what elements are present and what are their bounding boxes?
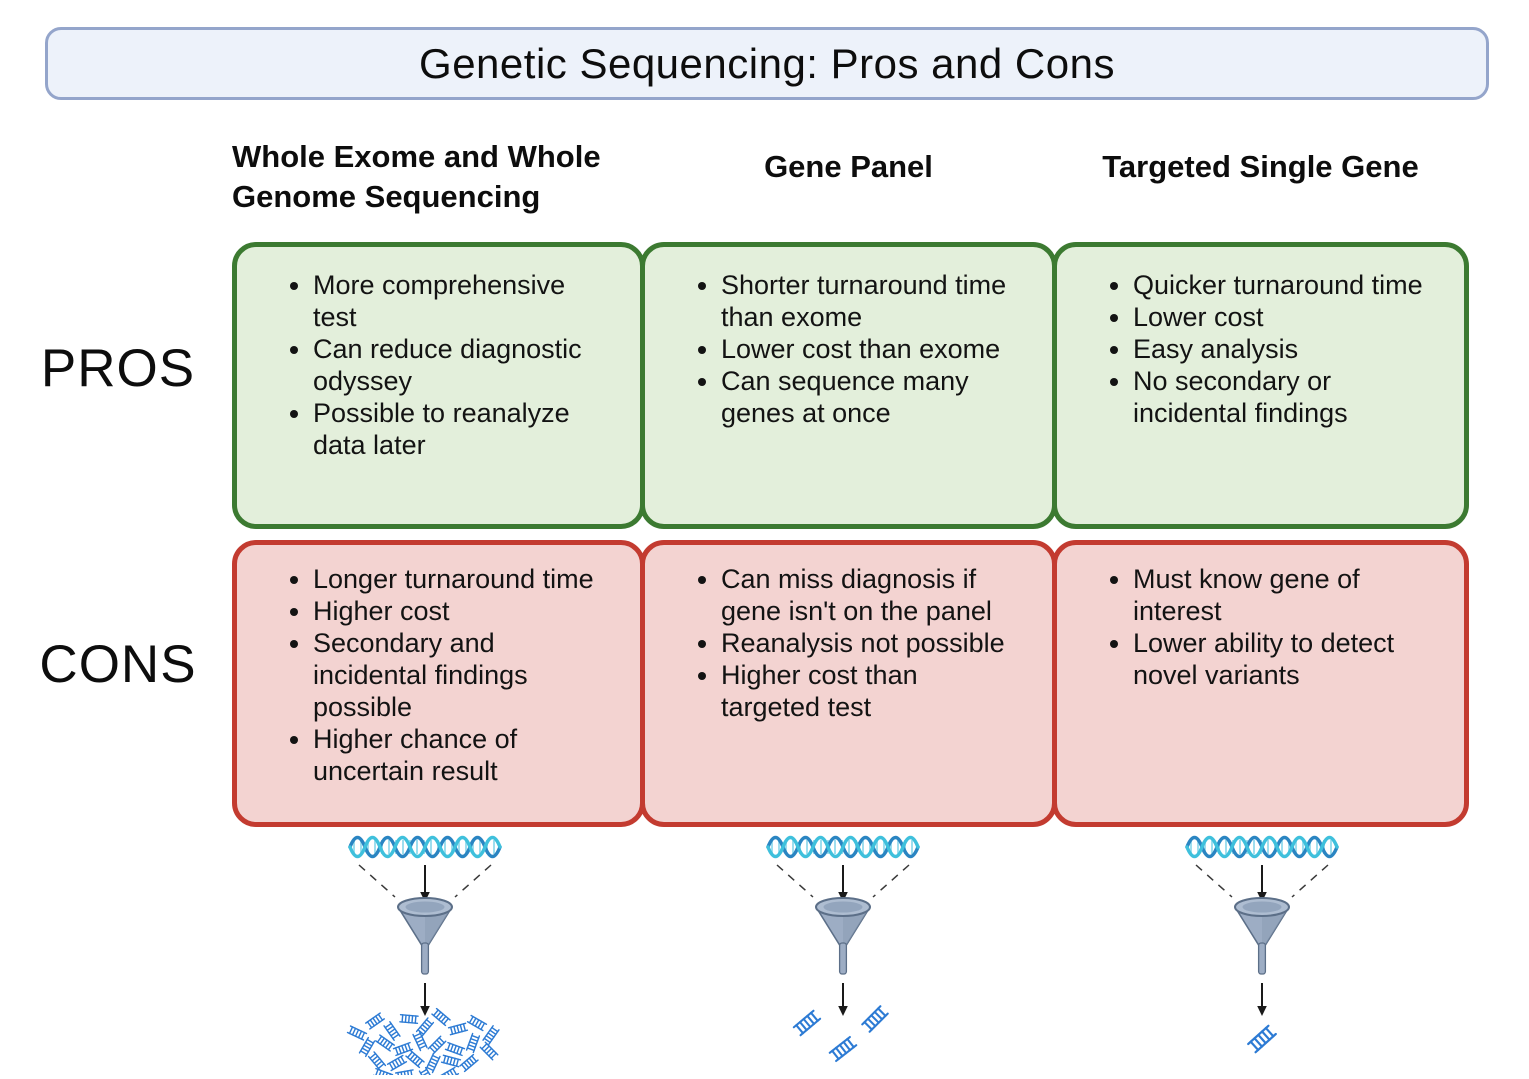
title-banner: Genetic Sequencing: Pros and Cons [45,27,1489,100]
dna-fragments-icon [792,1005,889,1063]
cons-list: Must know gene of interestLower ability … [1057,545,1464,691]
funnel-icon [1234,897,1290,975]
bullet-item: Can reduce diagnostic odyssey [313,333,602,397]
dna-fragments-icon [1247,1024,1277,1054]
dna-helix-icon [1185,835,1339,859]
dna-filter-illustration-targeted-single-gene [1112,835,1412,1075]
bullet-item: Possible to reanalyze data later [313,397,602,461]
down-arrow-icon [838,983,848,1016]
dna-helix-icon [766,835,920,859]
bullet-item: Lower ability to detect novel variants [1133,627,1426,691]
bullet-item: Shorter turnaround time than exome [721,269,1014,333]
pros-box-gene-panel: Shorter turnaround time than exomeLower … [640,242,1057,529]
bullet-item: Higher chance of uncertain result [313,723,602,787]
cons-row-label: CONS [39,635,197,694]
bullet-item: Can miss diagnosis if gene isn't on the … [721,563,1014,627]
dna-filter-illustration [766,835,920,1063]
bullet-item: Can sequence many genes at once [721,365,1014,429]
cons-box-whole-exome-genome: Longer turnaround timeHigher costSeconda… [232,540,645,827]
bullet-item: Quicker turnaround time [1133,269,1426,301]
bullet-item: Reanalysis not possible [721,627,1014,659]
dna-filter-illustration-whole-exome-genome [275,835,575,1075]
cons-list: Longer turnaround timeHigher costSeconda… [237,545,640,787]
bullet-item: Must know gene of interest [1133,563,1426,627]
cons-box-gene-panel: Can miss diagnosis if gene isn't on the … [640,540,1057,827]
down-arrow-icon [1257,865,1267,902]
bullet-item: Longer turnaround time [313,563,602,595]
funnel-icon [397,897,453,975]
bullet-item: Lower cost [1133,301,1426,333]
column-header-whole-exome-genome: Whole Exome and Whole Genome Sequencing [232,139,601,214]
cons-box-targeted-single-gene: Must know gene of interestLower ability … [1052,540,1469,827]
column-header-targeted-single-gene: Targeted Single Gene [1102,149,1419,184]
pros-list: Shorter turnaround time than exomeLower … [645,247,1052,429]
pros-list: Quicker turnaround timeLower costEasy an… [1057,247,1464,429]
bullet-item: Lower cost than exome [721,333,1014,365]
dna-filter-illustration [1185,835,1339,1054]
bullet-item: Easy analysis [1133,333,1426,365]
down-arrow-icon [420,865,430,902]
dna-fragments-icon [346,1007,500,1075]
dna-helix-icon [348,835,502,859]
cons-list: Can miss diagnosis if gene isn't on the … [645,545,1052,723]
bullet-item: Secondary and incidental findings possib… [313,627,602,723]
pros-box-whole-exome-genome: More comprehensive testCan reduce diagno… [232,242,645,529]
pros-box-targeted-single-gene: Quicker turnaround timeLower costEasy an… [1052,242,1469,529]
bullet-item: No secondary or incidental findings [1133,365,1426,429]
pros-list: More comprehensive testCan reduce diagno… [237,247,640,461]
down-arrow-icon [420,983,430,1016]
down-arrow-icon [838,865,848,902]
bullet-item: More comprehensive test [313,269,602,333]
dna-filter-illustration-gene-panel [693,835,993,1075]
down-arrow-icon [1257,983,1267,1016]
page-title: Genetic Sequencing: Pros and Cons [419,39,1115,87]
bullet-item: Higher cost [313,595,602,627]
dna-filter-illustration [346,835,502,1075]
pros-row-label: PROS [40,339,196,398]
funnel-icon [815,897,871,975]
column-header-gene-panel: Gene Panel [764,149,933,184]
bullet-item: Higher cost than targeted test [721,659,1014,723]
